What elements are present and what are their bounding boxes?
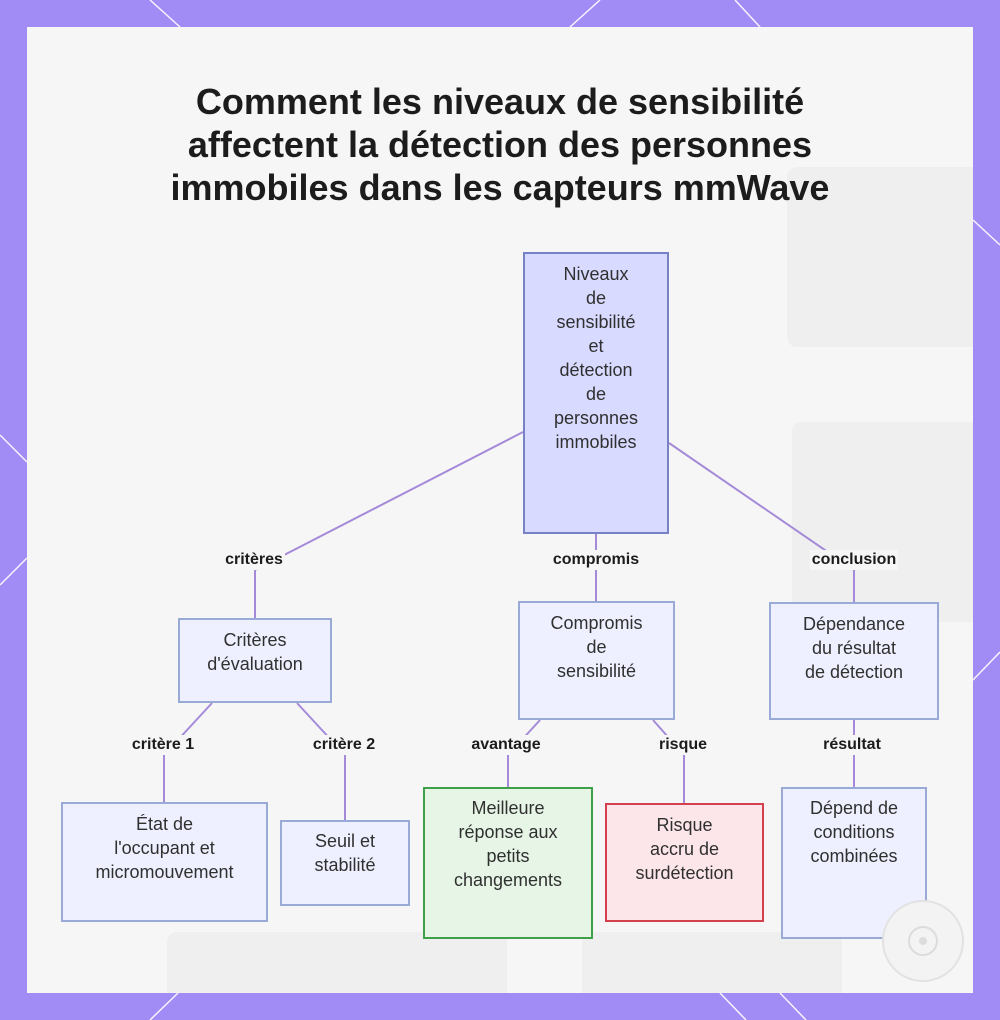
node-text: Compromis (550, 613, 643, 633)
node-text: changements (453, 870, 563, 890)
node-text: de (586, 637, 607, 657)
node-evaluation-criteria: Critères d'évaluation (178, 618, 332, 703)
logo-icon (908, 926, 938, 956)
node-text: d'évaluation (207, 654, 303, 674)
node-result-dependence: Dépendance du résultat de détection (769, 602, 939, 720)
edge-label-avantage: avantage (469, 735, 543, 755)
node-text: Meilleure (471, 798, 545, 818)
node-sensitivity-levels: Niveaux de sensibilité et détection de p… (523, 252, 669, 534)
node-text: sensibilité (556, 312, 636, 332)
node-text: Niveaux (563, 264, 629, 284)
edge-label-critere2: critère 2 (310, 735, 378, 755)
node-text: Risque (656, 815, 713, 835)
background-panel (167, 932, 507, 993)
node-text: surdétection (635, 863, 734, 883)
title-line: immobiles dans les capteurs mmWave (170, 167, 830, 208)
edge-conclusion (668, 442, 855, 571)
edge-label-criteres: critères (223, 550, 285, 570)
background-panel (792, 422, 973, 622)
edge-label-risque: risque (656, 735, 710, 755)
title-line: affectent la détection des personnes (187, 124, 813, 165)
node-occupant-state: État de l'occupant et micromouvement (61, 802, 268, 922)
node-threshold-stability: Seuil et stabilité (280, 820, 410, 906)
node-text: du résultat (811, 638, 897, 658)
node-text: personnes (553, 408, 639, 428)
node-better-response: Meilleure réponse aux petits changements (423, 787, 593, 939)
node-text: accru de (649, 839, 720, 859)
node-text: de (585, 288, 607, 308)
node-text: de (585, 384, 607, 404)
node-text: Seuil et (314, 831, 376, 851)
node-text: petits (486, 846, 530, 866)
background-panel (787, 167, 973, 347)
background-panel (582, 932, 842, 993)
node-text: de détection (804, 662, 904, 682)
edge-label-resultat: résultat (821, 735, 883, 755)
edge-label-compromis: compromis (550, 550, 642, 570)
node-text: l'occupant et (114, 838, 215, 858)
node-text: Dépendance (802, 614, 906, 634)
watermark-logo (882, 900, 964, 982)
node-text: réponse aux (458, 822, 558, 842)
node-text: Dépend de (809, 798, 899, 818)
node-text: stabilité (314, 855, 376, 875)
node-text: détection (559, 360, 633, 380)
node-text: sensibilité (556, 661, 637, 681)
node-text: combinées (810, 846, 898, 866)
node-text: État de (135, 814, 194, 834)
diagram-title: Comment les niveaux de sensibilité affec… (100, 80, 900, 209)
node-text: Critères (223, 630, 287, 650)
node-text: conditions (813, 822, 895, 842)
node-overdetection-risk: Risque accru de surdétection (605, 803, 764, 922)
node-text: et (588, 336, 604, 356)
title-line: Comment les niveaux de sensibilité (195, 81, 805, 122)
node-text: immobiles (555, 432, 637, 452)
edge-label-conclusion: conclusion (809, 550, 899, 570)
node-text: micromouvement (95, 862, 234, 882)
edge-label-critere1: critère 1 (129, 735, 197, 755)
node-sensitivity-tradeoff: Compromis de sensibilité (518, 601, 675, 720)
edge-criteres (254, 431, 524, 571)
